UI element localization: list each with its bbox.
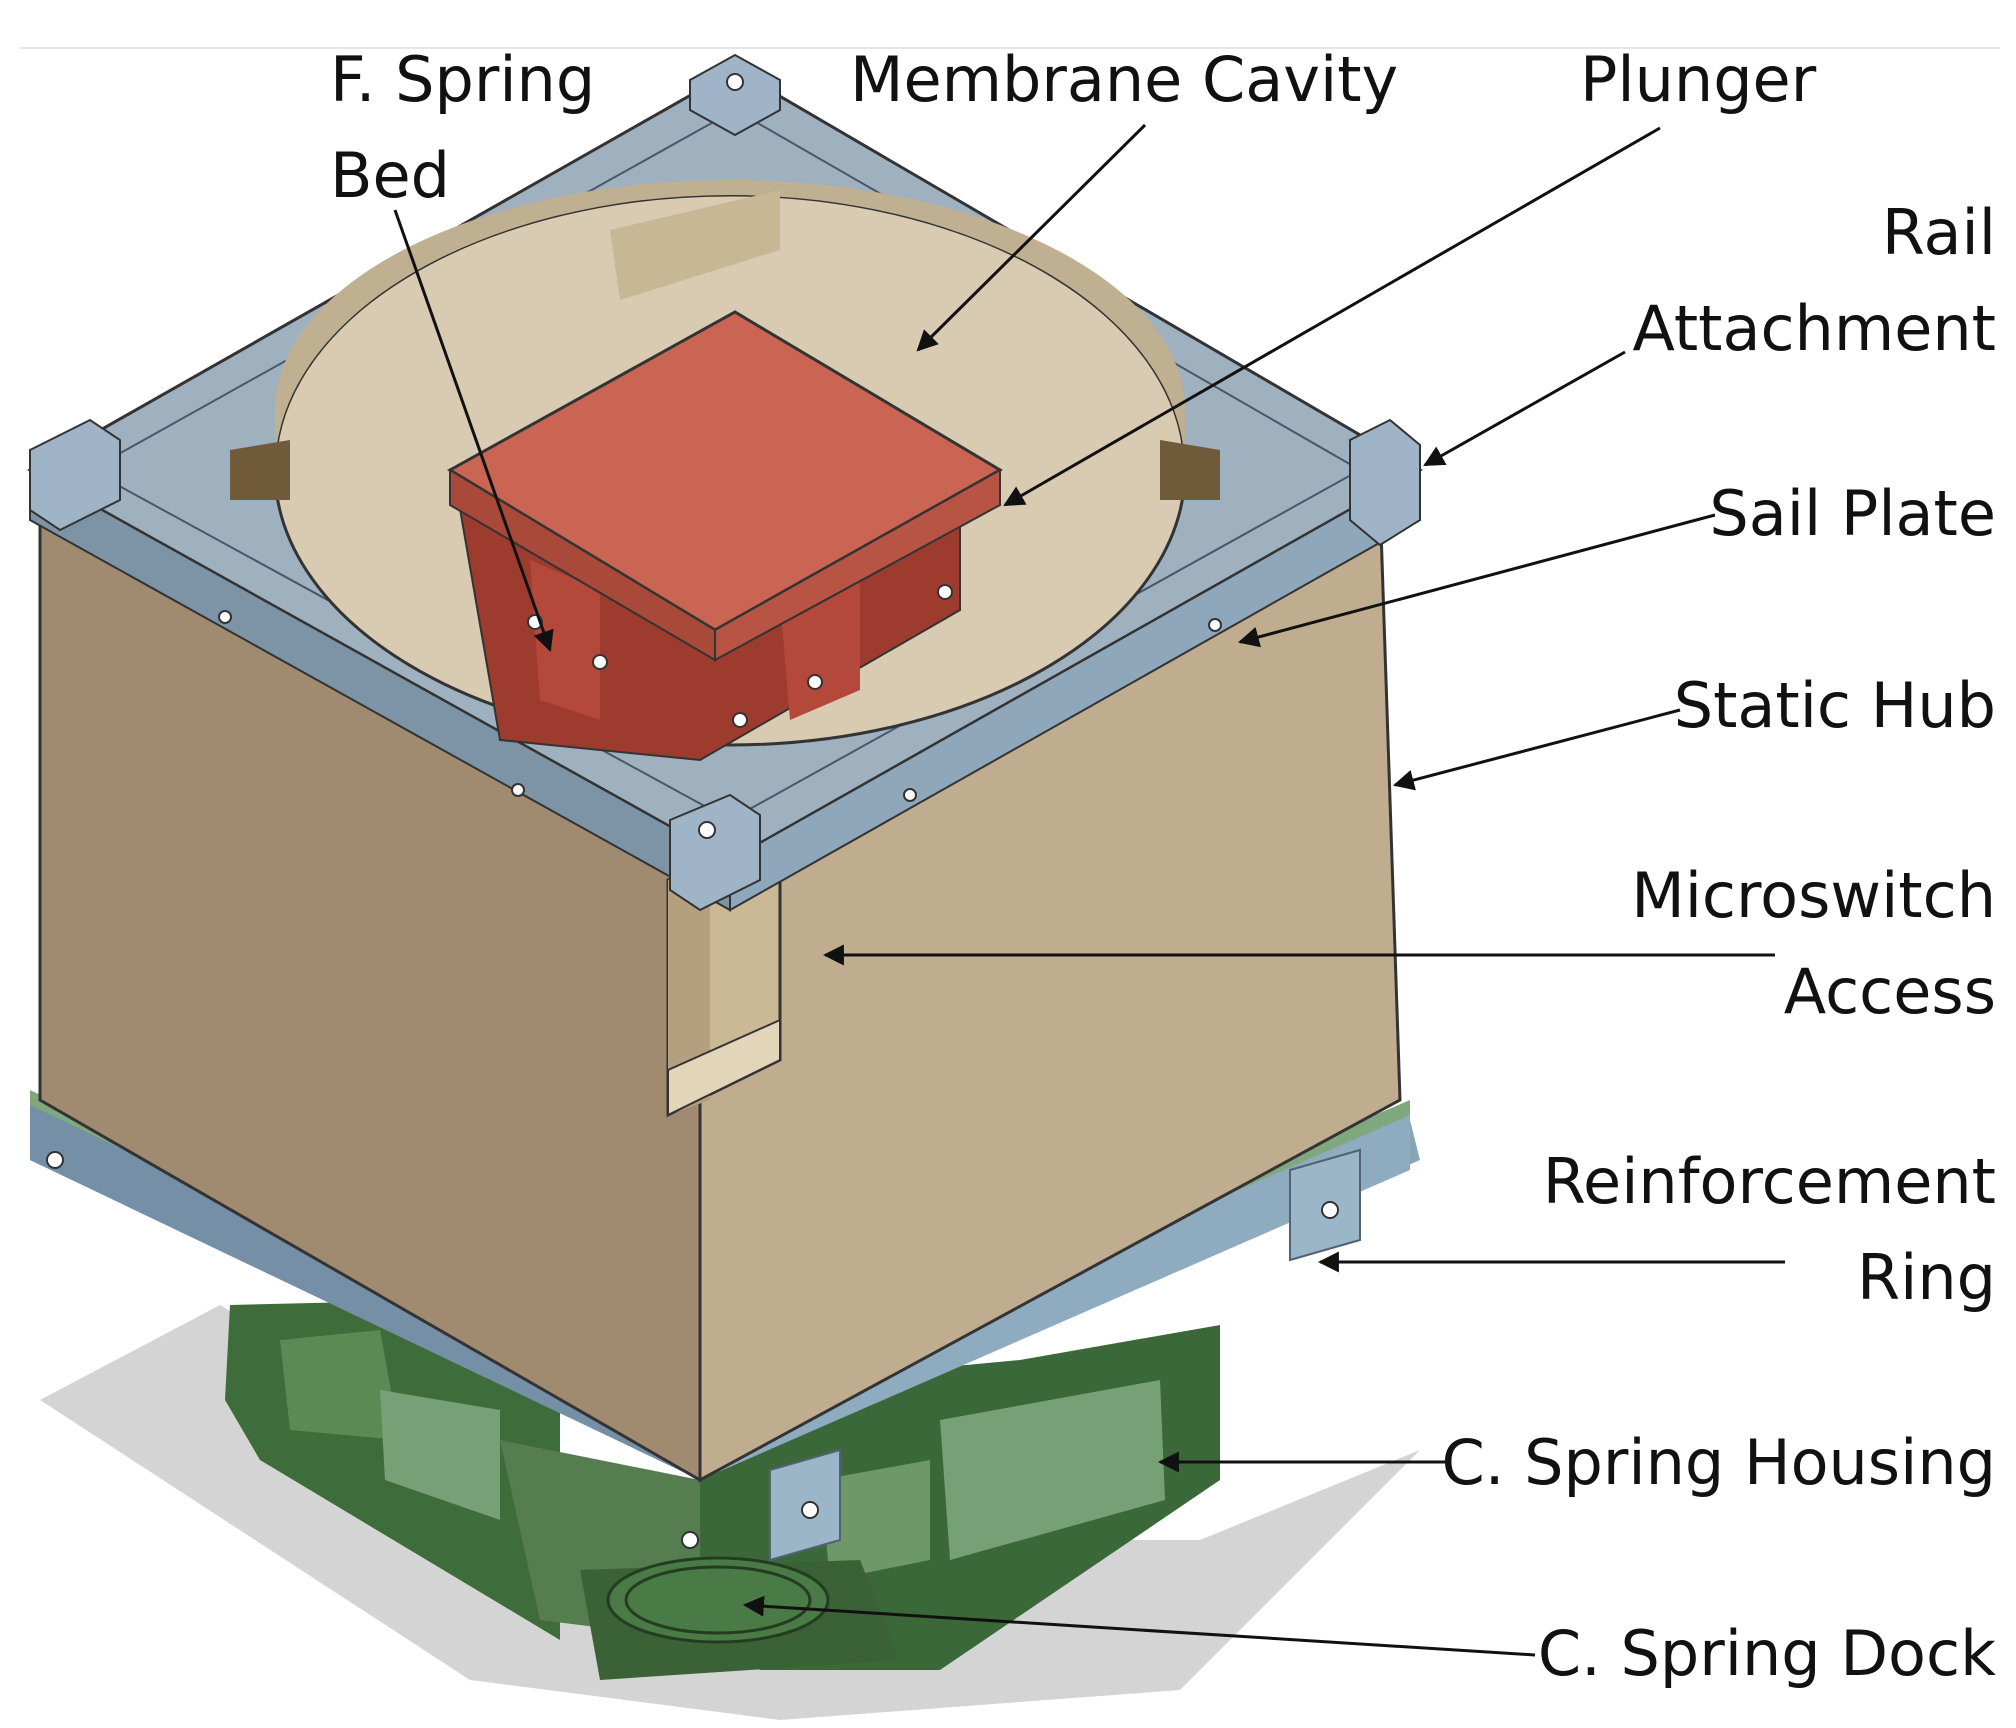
- leader-membrane-cavity: [916, 123, 1147, 352]
- leader-static-hub: [1392, 708, 1681, 791]
- label-plunger: Plunger: [1580, 43, 1817, 116]
- label-rail-attachment: Rail Attachment: [1632, 196, 1996, 365]
- leader-sail-plate: [1237, 513, 1716, 648]
- plunger-part: [447, 310, 1003, 762]
- leader-f-spring-bed: [393, 209, 554, 652]
- leader-plunger: [1003, 126, 1661, 507]
- label-membrane-cavity: Membrane Cavity: [850, 43, 1399, 116]
- leader-lines: [393, 123, 1785, 1657]
- c-spring-dock-part: [580, 1556, 900, 1680]
- label-reinforcement-ring: Reinforcement Ring: [1542, 1145, 1996, 1314]
- label-static-hub: Static Hub: [1673, 669, 1996, 742]
- label-c-spring-housing: C. Spring Housing: [1441, 1426, 1996, 1499]
- leader-c-spring-dock: [742, 1595, 1536, 1657]
- label-microswitch-access: Microswitch Access: [1631, 859, 1996, 1028]
- label-c-spring-dock: C. Spring Dock: [1537, 1617, 1996, 1690]
- label-f-spring-bed: F. Spring Bed: [330, 43, 596, 212]
- label-sail-plate: Sail Plate: [1709, 477, 1996, 550]
- leader-rail-attachment: [1423, 350, 1626, 467]
